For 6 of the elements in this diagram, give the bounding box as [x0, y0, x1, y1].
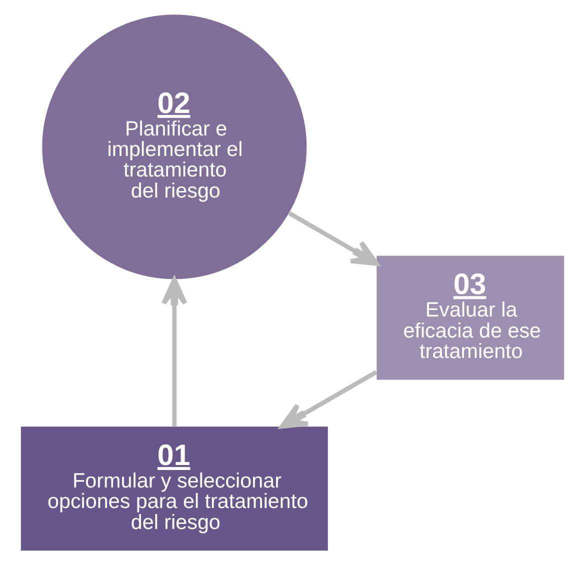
arrow: [288, 211, 379, 266]
arrow: [162, 277, 188, 426]
node-box: 01 Formular y seleccionar opciones para el tratamiento del riesgo: [20, 426, 328, 551]
node-circle: 02 Planificar e implementar el tratamiento del riesgo: [42, 14, 307, 280]
node-box: 03 Evaluar la eficacia de ese tratamiento: [376, 256, 564, 380]
arrow: [280, 370, 378, 429]
